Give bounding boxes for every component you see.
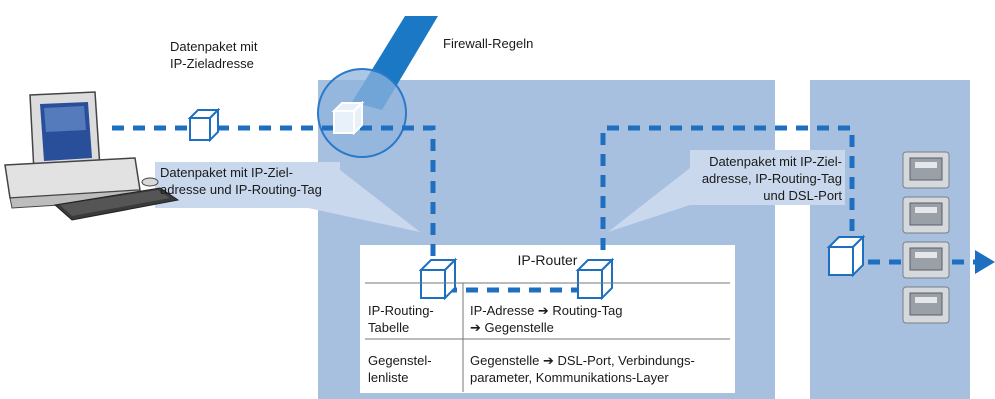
packet-tag-label: Datenpaket mit IP-Ziel- adresse und IP-R…: [160, 164, 322, 198]
packet-cube-switch: [826, 234, 866, 278]
routing-table-name: IP-Routing- Tabelle: [368, 302, 434, 336]
routing-table-desc-line-2: ➔ Gegenstelle: [470, 320, 554, 335]
packet-top-label: Datenpaket mit IP-Zieladresse: [170, 38, 257, 72]
packet-cube-router-in: [418, 257, 458, 301]
peer-list-name-line-2: lenliste: [368, 370, 409, 385]
packet-port-line-2: adresse, IP-Routing-Tag: [701, 171, 842, 186]
computer-icon: [4, 91, 180, 221]
peer-list-desc-line-2: parameter, Kommunikations-Layer: [470, 370, 669, 385]
ethernet-port-icon: [902, 286, 950, 324]
routing-table-desc-line-1: IP-Adresse ➔ Routing-Tag: [470, 303, 623, 318]
packet-cube-router-out: [575, 257, 615, 301]
packet-top-line-2: IP-Zieladresse: [170, 56, 254, 71]
packet-cube-firewall: [331, 100, 365, 136]
arrowhead: [975, 250, 995, 274]
firewall-label: Firewall-Regeln: [443, 36, 534, 51]
packet-port-line-1: Datenpaket mit IP-Ziel-: [709, 154, 842, 169]
callout-wedge-right: [608, 150, 845, 232]
peer-list-desc: Gegenstelle ➔ DSL-Port, Verbindungs- par…: [470, 352, 695, 386]
path-firewall-to-router: [360, 125, 436, 268]
peer-list-name: Gegenstel- lenliste: [368, 352, 432, 386]
router-title: IP-Router: [517, 252, 578, 268]
packet-tag-line-2: adresse und IP-Routing-Tag: [160, 182, 322, 197]
packet-cube-1: [187, 107, 221, 143]
packet-tag-line-1: Datenpaket mit IP-Ziel-: [160, 165, 293, 180]
peer-list-name-line-1: Gegenstel-: [368, 353, 432, 368]
packet-port-line-3: und DSL-Port: [763, 188, 842, 203]
routing-table-name-line-2: Tabelle: [368, 320, 410, 335]
ethernet-port-icon: [902, 151, 950, 189]
packet-port-label: Datenpaket mit IP-Ziel- adresse, IP-Rout…: [690, 153, 842, 204]
routing-table-name-line-1: IP-Routing-: [368, 303, 434, 318]
ethernet-port-icon: [902, 241, 950, 279]
ethernet-port-icon: [902, 196, 950, 234]
peer-list-desc-line-1: Gegenstelle ➔ DSL-Port, Verbindungs-: [470, 353, 695, 368]
routing-table-desc: IP-Adresse ➔ Routing-Tag ➔ Gegenstelle: [470, 302, 623, 336]
callout-wedge-left: [155, 162, 420, 232]
path-router-to-switch: [600, 125, 855, 250]
packet-top-line-1: Datenpaket mit: [170, 39, 258, 54]
